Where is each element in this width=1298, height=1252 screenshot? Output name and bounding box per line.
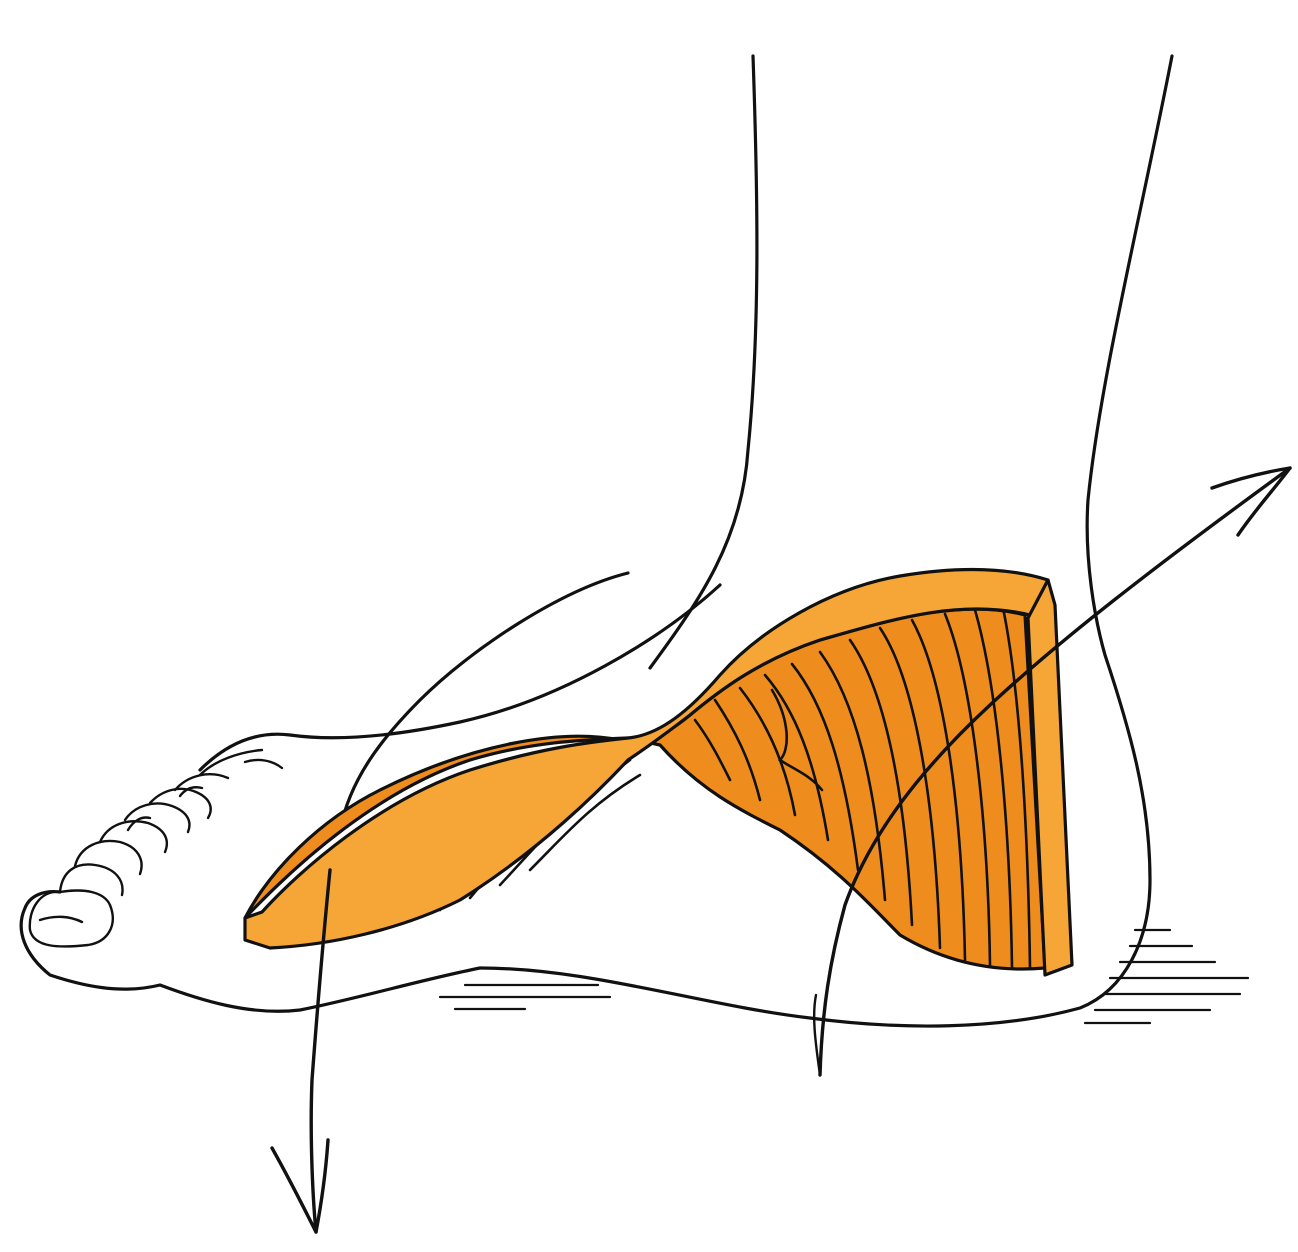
ground-lines bbox=[440, 930, 1248, 1023]
arrowhead-down-icon bbox=[272, 1140, 328, 1232]
plantar-fascia-band bbox=[245, 570, 1072, 975]
